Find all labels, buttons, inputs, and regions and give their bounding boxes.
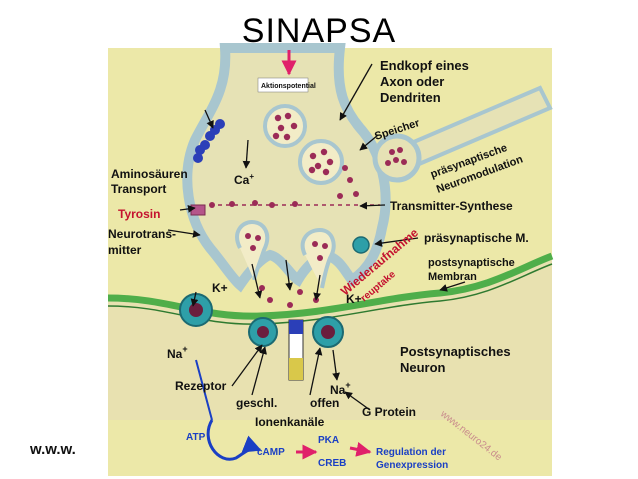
label-postsyn-membran-1: postsynaptische xyxy=(428,257,515,269)
label-tyrosin: Tyrosin xyxy=(118,207,160,221)
label-na-right-sup: + xyxy=(345,380,350,390)
label-rezeptor: Rezeptor xyxy=(175,379,227,393)
reuptake-transporter xyxy=(352,236,370,254)
vesicle-storage-2 xyxy=(298,139,344,185)
label-na-right: Na+ xyxy=(330,380,351,397)
label-geschl: geschl. xyxy=(236,396,277,410)
label-transmitter-synthese: Transmitter-Synthese xyxy=(390,199,513,213)
label-regulation-2: Genexpression xyxy=(376,460,448,471)
label-praesyn-m: präsynaptische M. xyxy=(424,231,529,245)
label-aktionspotential: Aktionspotential xyxy=(261,83,316,90)
label-na-left-text: Na xyxy=(167,347,183,361)
label-k-right: K+ xyxy=(346,292,362,306)
label-ca-sup: + xyxy=(249,172,254,181)
label-pka: PKA xyxy=(318,435,339,446)
vesicle-storage-1 xyxy=(263,104,307,148)
vesicle-docked-left xyxy=(235,219,270,281)
label-g-protein: G Protein xyxy=(362,405,416,419)
label-neurotrans-2: mitter xyxy=(108,243,142,257)
label-ca: Ca+ xyxy=(234,172,254,187)
label-endkopf-1: Endkopf eines xyxy=(380,58,469,73)
ion-channel-left xyxy=(179,293,213,327)
label-ca-text: Ca xyxy=(234,173,250,187)
label-aminosaeuren-2: Transport xyxy=(111,182,166,196)
label-na-left: Na+ xyxy=(167,344,188,361)
label-na-right-text: Na xyxy=(330,383,346,397)
label-postsyn-membran-2: Membran xyxy=(428,271,477,283)
label-postsyn-neuron-1: Postsynaptisches xyxy=(400,344,511,359)
label-camp: cAMP xyxy=(257,447,285,458)
label-ionenkanaele: Ionenkanäle xyxy=(255,415,325,429)
label-endkopf-3: Dendriten xyxy=(380,90,441,105)
label-atp: ATP xyxy=(186,432,206,443)
label-na-left-sup: + xyxy=(182,344,187,354)
footer-text: w.w.w. xyxy=(30,441,76,458)
receptor-right xyxy=(312,316,344,348)
label-endkopf-2: Axon oder xyxy=(380,74,444,89)
label-regulation-1: Regulation der xyxy=(376,447,446,458)
label-aminosaeuren-1: Aminosäuren xyxy=(111,167,188,181)
receptor-left xyxy=(248,317,278,347)
label-postsyn-neuron-2: Neuron xyxy=(400,360,446,375)
vesicle-docked-right xyxy=(300,227,336,289)
label-neurotrans-1: Neurotrans- xyxy=(108,227,176,241)
label-offen: offen xyxy=(310,396,339,410)
label-k-left: K+ xyxy=(212,281,228,295)
label-creb: CREB xyxy=(318,458,346,469)
